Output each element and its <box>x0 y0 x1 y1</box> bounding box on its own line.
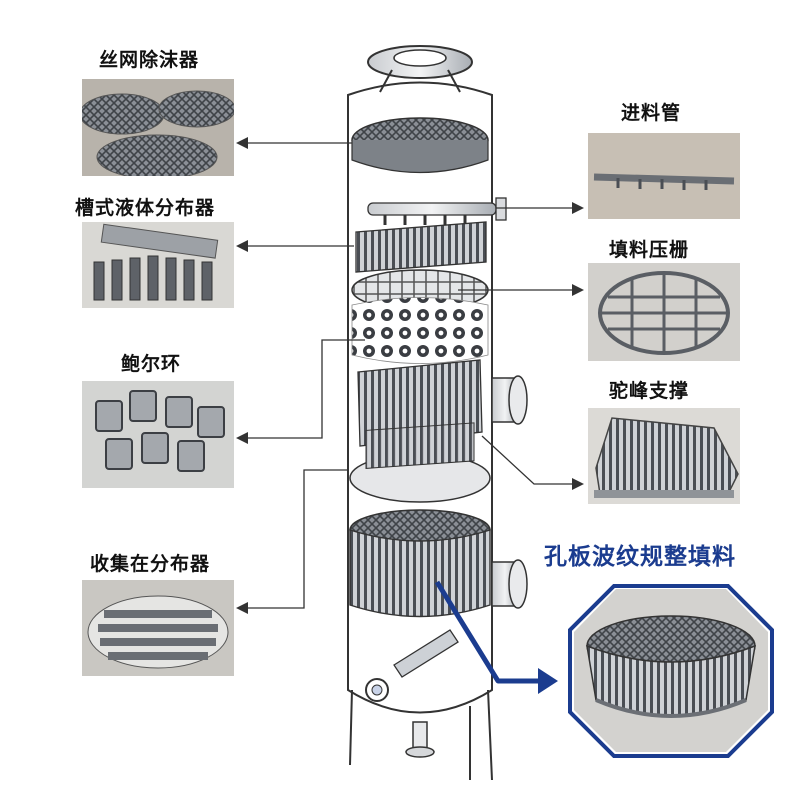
trough-distributor-drawing <box>355 221 487 273</box>
bottom-inlet-pipe <box>393 629 459 678</box>
leader-lines <box>244 142 574 609</box>
label-structured-packing: 孔板波纹规整填料 <box>544 544 736 570</box>
label-pall-ring: 鲍尔环 <box>121 353 182 375</box>
feed-pipe-drawing <box>367 197 507 225</box>
label-feed-pipe: 进料管 <box>621 102 682 124</box>
label-demister: 丝网除沫器 <box>99 49 200 71</box>
blue-callout-arrow <box>434 580 542 684</box>
photo-pall-ring <box>82 381 234 488</box>
photo-demister <box>82 79 234 176</box>
collector-distributor-drawing <box>349 422 491 503</box>
photo-hump-support <box>588 408 740 504</box>
label-hold-down-grid: 填料压栅 <box>609 239 690 261</box>
photo-feed-pipe <box>588 133 740 219</box>
structured-packing-drawing <box>349 509 491 618</box>
arrow-icon <box>236 137 584 614</box>
photo-structured-packing <box>566 582 776 760</box>
photo-collector-distributor <box>82 580 234 676</box>
label-trough-distributor: 槽式液体分布器 <box>75 197 216 219</box>
photo-hold-down-grid <box>588 263 740 361</box>
label-collector-distributor: 收集在分布器 <box>90 553 211 575</box>
label-hump-support: 驼峰支撑 <box>609 380 690 402</box>
photo-trough-distributor <box>82 222 234 308</box>
pall-ring-bed <box>351 297 489 364</box>
